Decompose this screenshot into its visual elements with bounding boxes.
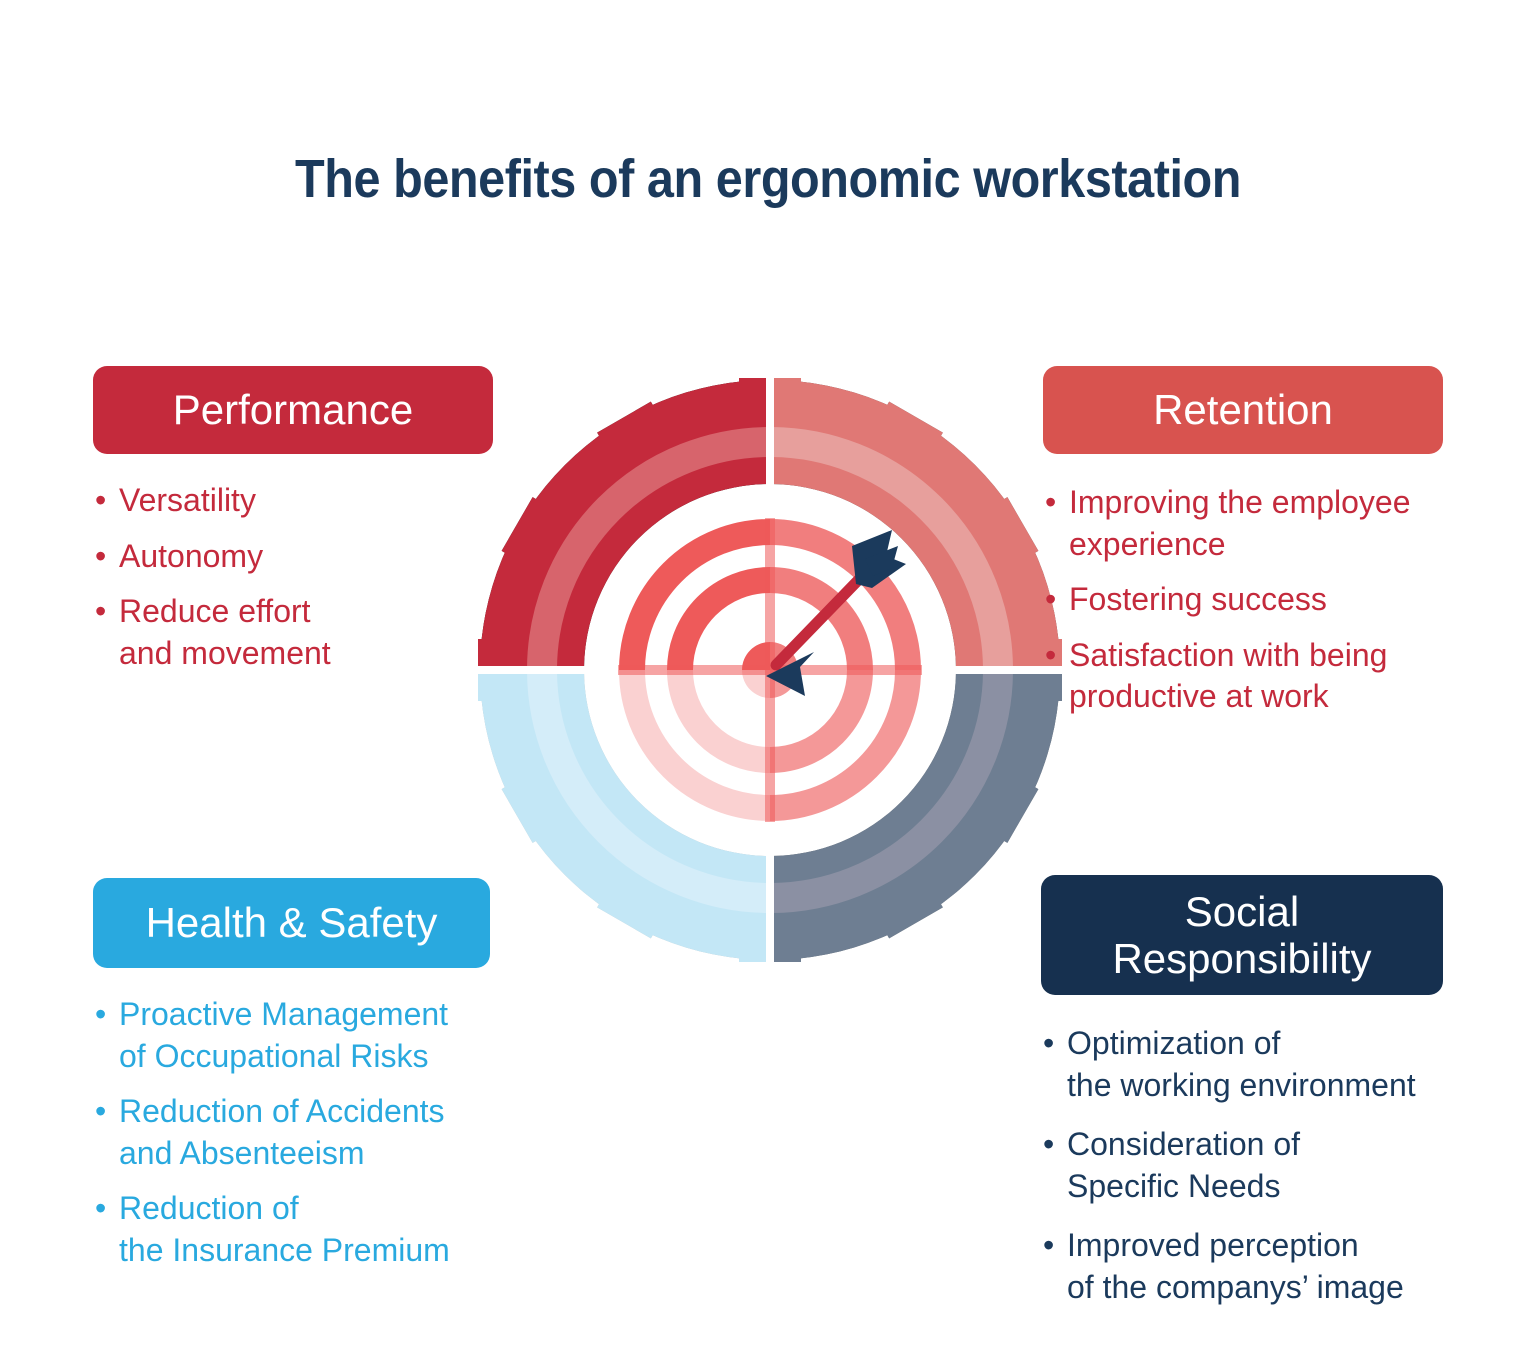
list-item: Reduction of the Insurance Premium: [93, 1188, 523, 1271]
list-item: Improved perception of the companys’ ima…: [1041, 1225, 1511, 1308]
gear-target-graphic: [440, 340, 1100, 1000]
bullet-list-health-safety: Proactive Management of Occupational Ris…: [93, 994, 523, 1272]
list-item: Autonomy: [93, 536, 513, 578]
bullet-list-retention: Improving the employee experience Foster…: [1043, 482, 1513, 718]
badge-label-line2: Responsibility: [1112, 935, 1372, 982]
quadrant-retention: Retention Improving the employee experie…: [1043, 366, 1513, 732]
badge-health-safety[interactable]: Health & Safety: [93, 878, 490, 968]
list-item: Reduce effort and movement: [93, 591, 513, 674]
list-item: Proactive Management of Occupational Ris…: [93, 994, 523, 1077]
list-item: Reduction of Accidents and Absenteeism: [93, 1091, 523, 1174]
list-item: Consideration of Specific Needs: [1041, 1124, 1511, 1207]
bullet-list-performance: Versatility Autonomy Reduce effort and m…: [93, 480, 513, 674]
quadrant-social-responsibility: Social Responsibility Optimization of th…: [1041, 875, 1511, 1327]
target-crosshair: [618, 518, 922, 822]
arrow-icon: [766, 530, 906, 696]
page-title: The benefits of an ergonomic workstation: [294, 149, 1242, 209]
list-item: Optimization of the working environment: [1041, 1023, 1511, 1106]
badge-label-line1: Social: [1184, 887, 1300, 935]
bullseye-target: [440, 340, 1100, 1000]
badge-retention[interactable]: Retention: [1043, 366, 1443, 454]
list-item: Fostering success: [1043, 579, 1513, 621]
badge-performance[interactable]: Performance: [93, 366, 493, 454]
bullet-list-social-responsibility: Optimization of the working environment …: [1041, 1023, 1511, 1309]
list-item: Versatility: [93, 480, 513, 522]
quadrant-health-safety: Health & Safety Proactive Management of …: [93, 878, 523, 1286]
badge-social-responsibility[interactable]: Social Responsibility: [1041, 875, 1443, 995]
list-item: Improving the employee experience: [1043, 482, 1513, 565]
quadrant-performance: Performance Versatility Autonomy Reduce …: [93, 366, 513, 688]
list-item: Satisfaction with being productive at wo…: [1043, 635, 1513, 718]
